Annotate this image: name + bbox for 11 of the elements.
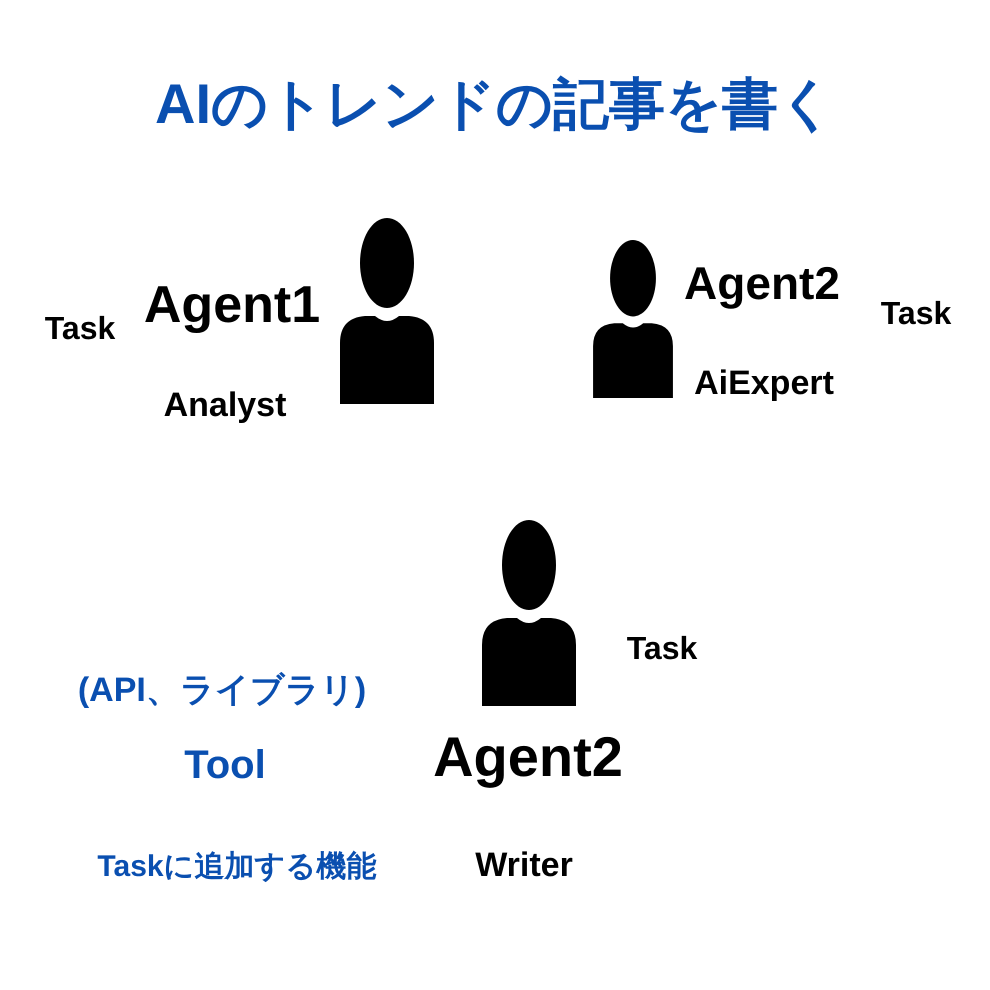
task-label: Task	[880, 297, 952, 329]
agent-role: Analyst	[164, 388, 286, 422]
agent-name: Agent1	[144, 279, 320, 331]
tool-label: Tool	[184, 745, 266, 785]
task-label: Task	[626, 632, 698, 664]
tool-note: Taskに追加する機能	[97, 852, 377, 882]
title: AIのトレンドの記事を書く	[154, 76, 836, 132]
agent-role: AiExpert	[694, 366, 834, 400]
agent-role: Writer	[475, 848, 573, 882]
task-label: Task	[44, 312, 116, 344]
tool-description: (API、ライブラリ)	[78, 673, 366, 707]
